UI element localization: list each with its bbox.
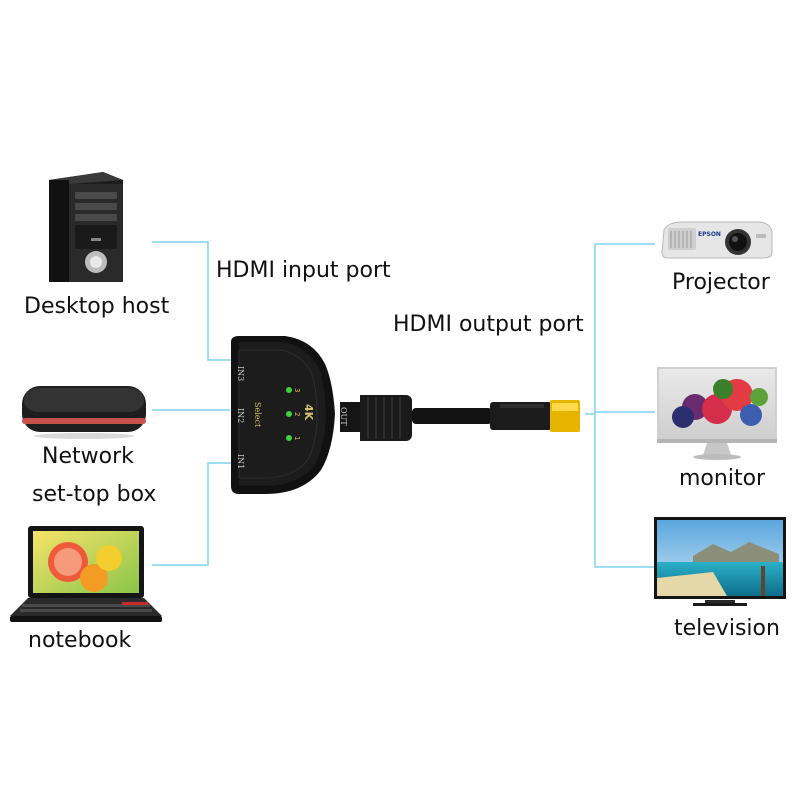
badge-4k: 4K bbox=[302, 404, 315, 421]
desktop-tower-icon bbox=[49, 172, 123, 282]
settop-label-line1: Network bbox=[42, 444, 134, 469]
strain-relief bbox=[340, 402, 360, 432]
television-icon bbox=[654, 517, 786, 606]
hdmi-input-label: HDMI input port bbox=[216, 258, 391, 283]
led-1-icon bbox=[286, 435, 292, 441]
notebook-connector-line bbox=[152, 462, 235, 566]
projector-label: Projector bbox=[672, 270, 770, 295]
projector-icon: EPSON bbox=[661, 221, 773, 259]
hdmi-cable bbox=[412, 408, 492, 424]
desktop-connector-line bbox=[152, 241, 235, 361]
hdmi-plug-body bbox=[490, 402, 552, 430]
hdmi-switch: IN3 IN2 IN1 OUT Select 3 2 1 4K bbox=[231, 336, 580, 494]
desktop-label: Desktop host bbox=[24, 294, 170, 319]
hdmi-output-label: HDMI output port bbox=[393, 312, 584, 337]
television-label: television bbox=[674, 616, 780, 641]
led-3-label: 3 bbox=[293, 388, 301, 392]
port-in1-label: IN1 bbox=[236, 454, 245, 469]
notebook-label: notebook bbox=[28, 628, 132, 653]
monitor-label: monitor bbox=[679, 466, 766, 491]
select-label: Select bbox=[253, 402, 262, 428]
monitor-icon bbox=[657, 367, 777, 460]
led-1-label: 1 bbox=[293, 436, 301, 440]
port-in2-label: IN2 bbox=[236, 408, 245, 423]
led-2-icon bbox=[286, 411, 292, 417]
settop-box-icon bbox=[22, 386, 146, 439]
notebook-icon bbox=[10, 526, 162, 622]
port-out-label: OUT bbox=[339, 407, 348, 426]
projector-brand: EPSON bbox=[698, 231, 721, 238]
settop-label-line2: set-top box bbox=[32, 482, 157, 507]
port-in3-label: IN3 bbox=[236, 366, 245, 381]
led-2-label: 2 bbox=[293, 412, 301, 416]
led-3-icon bbox=[286, 387, 292, 393]
